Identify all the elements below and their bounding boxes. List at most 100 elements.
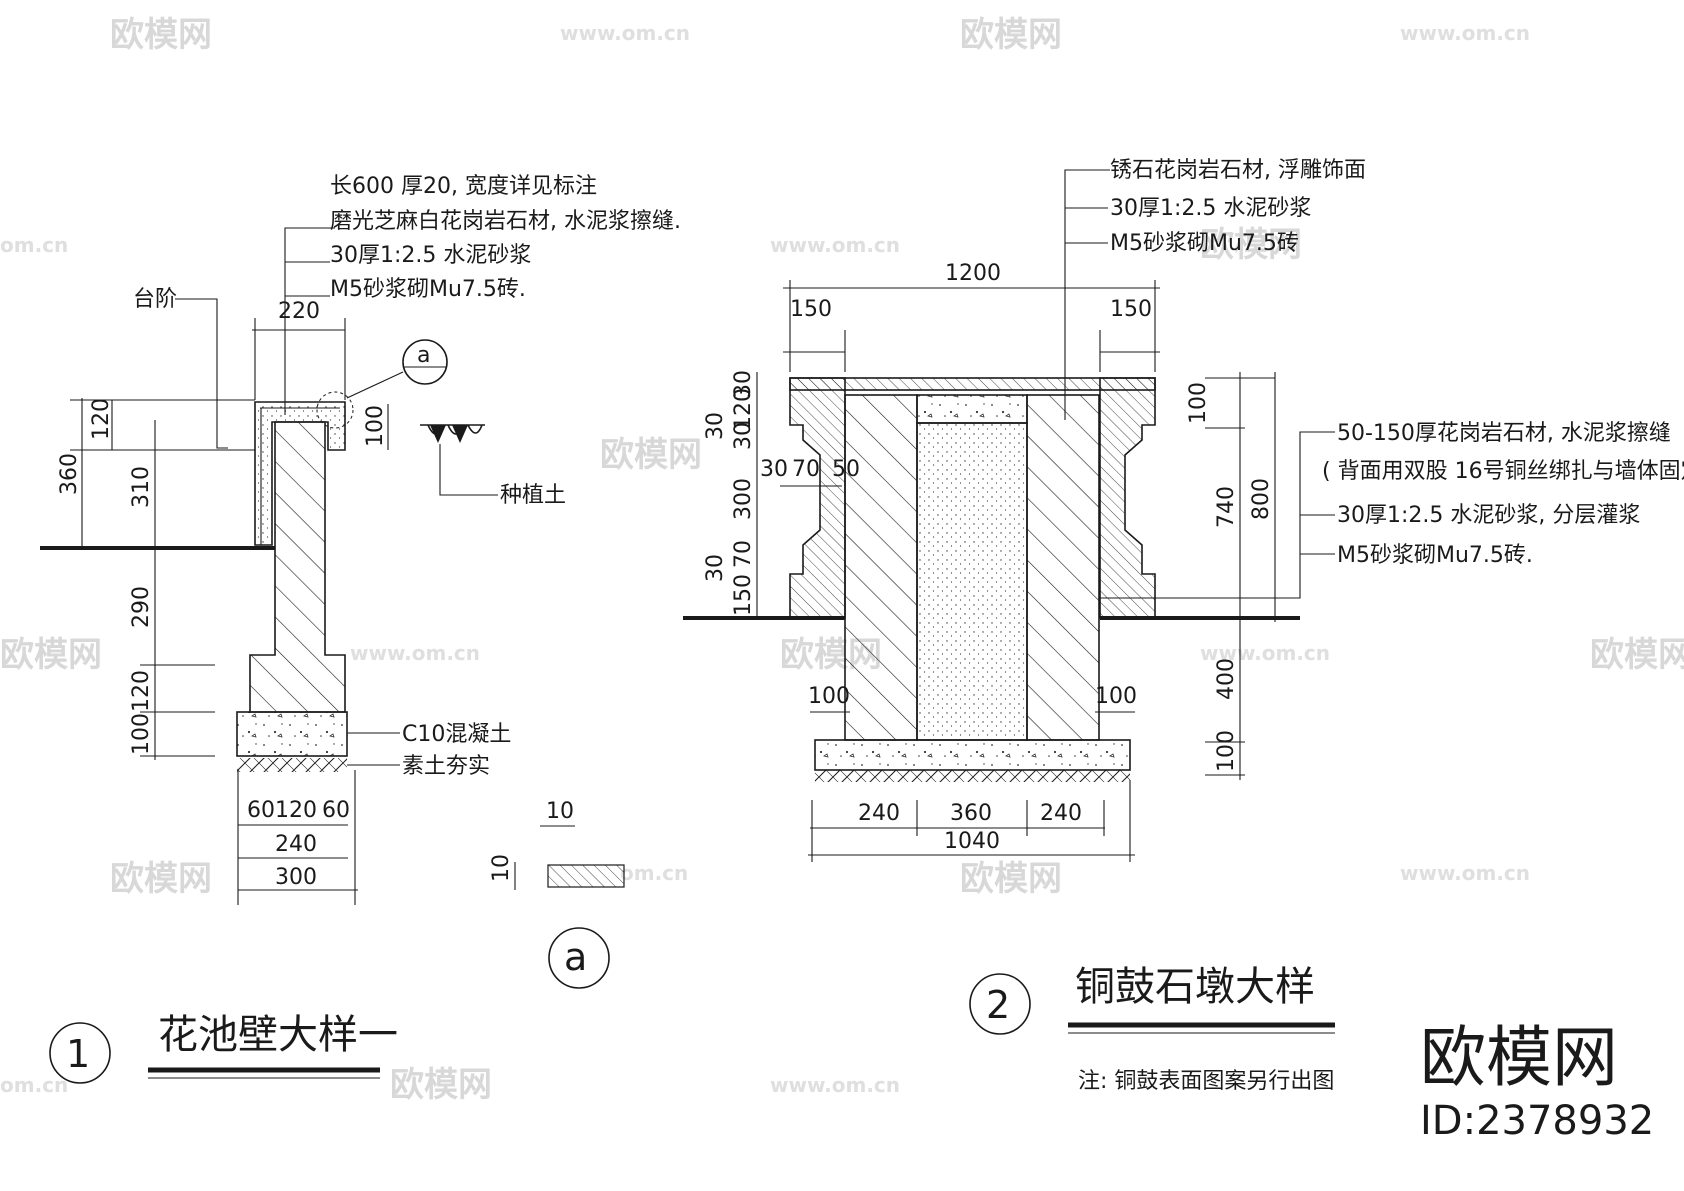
dim-120: 120 <box>731 388 756 430</box>
dim-100-left: 100 <box>808 684 850 709</box>
note-line: 50-150厚花岗岩石材, 水泥浆擦缝 <box>1337 421 1671 446</box>
brand-block: 欧模网 ID:2378932 <box>1420 1019 1654 1144</box>
note-line: 30厚1:2.5 水泥砂浆 <box>1110 196 1311 221</box>
brick-wall-right <box>1026 394 1100 741</box>
watermark-url: om.cn <box>0 233 68 257</box>
top-concrete-band <box>916 394 1028 424</box>
soil-label: 种植土 <box>500 483 566 508</box>
footnote: 注: 铜鼓表面图案另行出图 <box>1078 1069 1334 1094</box>
stone-cladding-right <box>1099 377 1156 619</box>
dim-360: 360 <box>950 801 992 826</box>
rammed-earth <box>815 770 1130 782</box>
ref-circle-a <box>402 339 448 385</box>
dim-100-right-bottom: 100 <box>1214 730 1239 772</box>
brand-name: 欧模网 <box>1420 1019 1618 1096</box>
dim-100-right: 100 <box>1186 382 1211 424</box>
dim-10-width: 10 <box>546 799 574 824</box>
watermark-url: www.om.cn <box>560 21 690 45</box>
dim-150-right: 150 <box>1110 297 1152 322</box>
watermark-url: om.cn <box>620 861 688 885</box>
watermark-url: www.om.cn <box>350 641 480 665</box>
dim-740: 740 <box>1214 486 1239 528</box>
note-line: 磨光芝麻白花岗岩石材, 水泥浆擦缝. <box>330 209 681 234</box>
note-line: 30厚1:2.5 水泥砂浆, 分层灌浆 <box>1337 503 1640 528</box>
dim-60a: 60 <box>247 798 275 823</box>
dim-1200: 1200 <box>945 261 1001 286</box>
watermark-brand: 欧模网 <box>600 435 702 475</box>
concrete-label: C10混凝土 <box>402 722 511 747</box>
dim-400: 400 <box>1214 658 1239 700</box>
watermark-brand: 欧模网 <box>960 859 1062 899</box>
note-line: ( 背面用双股 16号铜丝绑扎与墙体固定) <box>1322 459 1684 484</box>
watermark-brand: 欧模网 <box>390 1065 492 1105</box>
dim-h30: 30 <box>760 457 788 482</box>
dim-30d: 30 <box>703 554 728 582</box>
dim-100: 100 <box>363 405 388 447</box>
watermark-url: www.om.cn <box>770 1073 900 1097</box>
watermark-brand: 欧模网 <box>1590 635 1684 675</box>
top-slab <box>789 377 1156 391</box>
dim-240-left: 240 <box>858 801 900 826</box>
dim-30b: 30 <box>703 412 728 440</box>
dim-h50: 50 <box>832 457 860 482</box>
watermark-brand: 欧模网 <box>110 15 212 55</box>
step-label: 台阶 <box>133 287 177 312</box>
watermark-url: om.cn <box>0 1073 68 1097</box>
note-leader <box>284 227 335 415</box>
ref-mark: a <box>417 343 430 368</box>
watermark-brand: 欧模网 <box>0 635 102 675</box>
detail-number: 1 <box>66 1032 90 1076</box>
watermark-brand: 欧模网 <box>110 859 212 899</box>
dim-60b: 60 <box>322 798 350 823</box>
dim-150c: 150 <box>731 574 756 616</box>
detail-title: 花池壁大样一 <box>158 1012 398 1058</box>
detail-a-mark: a <box>564 935 587 979</box>
dim-100b: 100 <box>129 713 154 755</box>
planting-soil-symbol <box>420 424 485 435</box>
note-line: 锈石花岗岩石材, 浮雕饰面 <box>1110 158 1366 183</box>
dim-30a: 30 <box>731 370 756 398</box>
note-line: 长600 厚20, 宽度详见标注 <box>330 174 597 199</box>
dim-100-right-inner: 100 <box>1095 684 1137 709</box>
rammed-earth <box>237 758 347 772</box>
dim-h70: 70 <box>792 457 820 482</box>
dim-150-left: 150 <box>790 297 832 322</box>
watermark-brand: 欧模网 <box>960 15 1062 55</box>
note-line: M5砂浆砌Mu7.5砖. <box>1337 543 1533 568</box>
ref-circle-a-large <box>548 927 610 989</box>
note-line: 30厚1:2.5 水泥砂浆 <box>330 243 531 268</box>
dim-300: 300 <box>275 865 317 890</box>
note-line: M5砂浆砌Mu7.5砖. <box>330 277 526 302</box>
note-line: M5砂浆砌Mu7.5砖 <box>1110 231 1299 256</box>
watermark-url: www.om.cn <box>770 233 900 257</box>
dim-360: 360 <box>57 453 82 495</box>
dim-240-right: 240 <box>1040 801 1082 826</box>
detail-number-circle <box>969 973 1031 1035</box>
dim-240: 240 <box>275 832 317 857</box>
detail-number: 2 <box>986 983 1010 1027</box>
detail-2-drum-pier: 锈石花岗岩石材, 浮雕饰面 30厚1:2.5 水泥砂浆 M5砂浆砌Mu7.5砖 … <box>683 158 1684 1094</box>
dim-800: 800 <box>1249 478 1274 520</box>
dim-290: 290 <box>129 586 154 628</box>
concrete-base <box>236 711 348 757</box>
dim-220: 220 <box>278 299 320 324</box>
dim-120: 120 <box>89 398 114 440</box>
dim-70a: 70 <box>731 540 756 568</box>
detail-1-planter-wall: 长600 厚20, 宽度详见标注 磨光芝麻白花岗岩石材, 水泥浆擦缝. 30厚1… <box>40 174 681 1084</box>
detail-number-circle <box>49 1022 111 1084</box>
watermark-url: www.om.cn <box>1400 21 1530 45</box>
brick-wall-left <box>844 394 918 741</box>
watermark-layer: 欧模网 www.om.cn 欧模网 www.om.cn om.cn www.om… <box>0 15 1684 1105</box>
dim-1040: 1040 <box>944 829 1000 854</box>
dim-300: 300 <box>731 478 756 520</box>
stone-joint-sample <box>547 864 625 888</box>
watermark-url: www.om.cn <box>1200 641 1330 665</box>
dim-310: 310 <box>129 466 154 508</box>
watermark-brand: 欧模网 <box>1200 225 1302 265</box>
core-fill <box>916 422 1028 741</box>
model-id: ID:2378932 <box>1420 1098 1654 1144</box>
stone-cladding-left <box>789 377 846 619</box>
base-slab <box>814 739 1131 771</box>
rammed-earth-label: 素土夯实 <box>402 754 490 779</box>
watermark-url: www.om.cn <box>1400 861 1530 885</box>
